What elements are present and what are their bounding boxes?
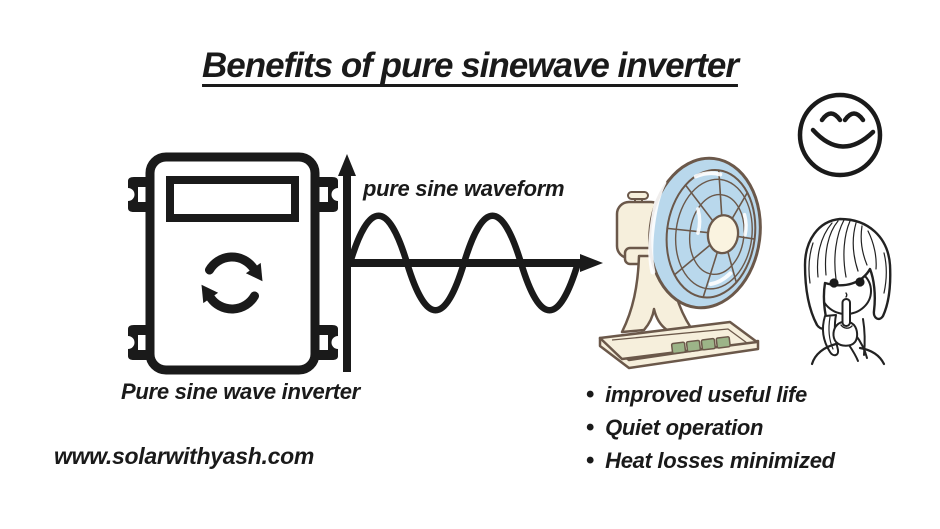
desk-fan-illustration	[598, 156, 762, 370]
girl-shush-finger	[841, 298, 851, 327]
fan-base-inset-line	[611, 328, 748, 344]
x-axis	[347, 254, 603, 272]
benefits-list: • improved useful life • Quiet operation…	[586, 378, 835, 477]
girl-nose	[845, 292, 848, 298]
smiley-right-eye	[842, 111, 866, 123]
sine-curve	[346, 212, 582, 314]
girl-shoulders	[810, 342, 886, 366]
inverter-icon	[128, 152, 338, 375]
bullet-dot: •	[586, 381, 595, 408]
website-url: www.solarwithyash.com	[54, 443, 314, 469]
smiley-face-icon	[797, 92, 883, 178]
waveform-label: pure sine waveform	[363, 176, 565, 201]
inverter-caption: Pure sine wave inverter	[121, 379, 360, 404]
fan-buttons	[670, 336, 731, 355]
smiley-left-eye	[819, 111, 843, 123]
smiley-mouth	[810, 127, 876, 149]
benefit-item: • Heat losses minimized	[586, 444, 835, 477]
benefit-label: improved useful life	[605, 382, 807, 407]
shushing-girl-illustration	[803, 217, 892, 366]
page-title: Benefits of pure sinewave inverter	[202, 46, 739, 85]
benefit-label: Heat losses minimized	[605, 448, 835, 473]
bullet-dot: •	[586, 447, 595, 474]
inverter-display	[166, 176, 299, 222]
fan-front-rim	[665, 168, 757, 299]
cycle-arrows-icon	[201, 252, 263, 314]
fan-cage	[648, 156, 762, 310]
sine-waveform-diagram	[338, 154, 603, 372]
benefit-item: • Quiet operation	[586, 411, 835, 444]
girl-hair	[803, 217, 892, 330]
girl-hair-strands	[808, 219, 887, 294]
benefit-item: • improved useful life	[586, 378, 835, 411]
y-axis	[338, 154, 356, 372]
bullet-dot: •	[586, 414, 595, 441]
girl-left-eye	[829, 278, 839, 288]
fan-highlights	[648, 171, 748, 287]
benefit-label: Quiet operation	[605, 415, 764, 440]
fan-hub	[706, 214, 740, 255]
girl-right-eye	[855, 277, 865, 287]
fan-base	[598, 320, 759, 361]
